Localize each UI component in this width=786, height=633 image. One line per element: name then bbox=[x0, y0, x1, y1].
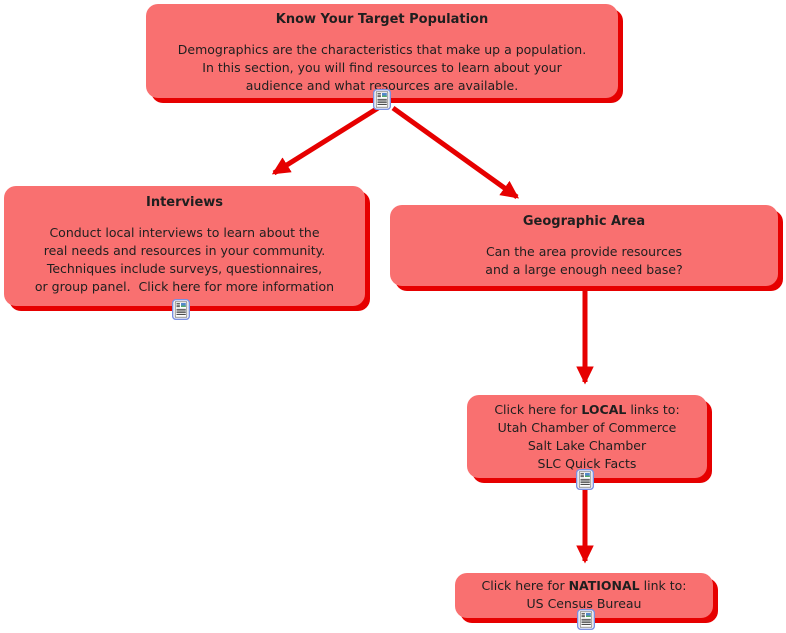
node-text-line: and a large enough need base? bbox=[485, 262, 683, 277]
node-geographic-area: Geographic Area Can the area provide res… bbox=[390, 205, 778, 286]
arrow-know-to-interviews bbox=[271, 105, 380, 176]
document-icon[interactable] bbox=[577, 609, 595, 630]
link-utah-chamber-of-commerce[interactable]: Utah Chamber of Commerce bbox=[497, 420, 677, 435]
node-title: Know Your Target Population bbox=[275, 12, 489, 27]
arrow-know-to-geographic bbox=[391, 105, 520, 200]
node-text-line: In this section, you will find resources… bbox=[202, 60, 562, 75]
link-us-census-bureau[interactable]: US Census Bureau bbox=[526, 596, 642, 611]
document-icon[interactable] bbox=[373, 89, 391, 110]
node-text-line: Click here for NATIONAL link to: bbox=[455, 577, 713, 595]
links-to-text: links to: bbox=[626, 402, 680, 417]
node-national-link[interactable]: Click here for NATIONAL link to: US Cens… bbox=[455, 573, 713, 618]
node-text-line: Demographics are the characteristics tha… bbox=[177, 42, 587, 57]
link-slc-quick-facts[interactable]: SLC Quick Facts bbox=[537, 456, 637, 471]
click-here-text: Click here for bbox=[481, 578, 569, 593]
node-title: Geographic Area bbox=[522, 214, 646, 229]
click-here-text: Click here for bbox=[494, 402, 582, 417]
node-interviews[interactable]: Interviews Conduct local interviews to l… bbox=[4, 186, 365, 306]
local-emphasis: LOCAL bbox=[581, 402, 627, 417]
document-icon[interactable] bbox=[172, 299, 190, 320]
node-know-your-target-population[interactable]: Know Your Target Population Demographics… bbox=[146, 4, 618, 98]
document-icon[interactable] bbox=[576, 469, 594, 490]
link-salt-lake-chamber[interactable]: Salt Lake Chamber bbox=[527, 438, 647, 453]
node-title: Interviews bbox=[145, 195, 224, 210]
node-text-line: Click here for LOCAL links to: bbox=[467, 401, 707, 419]
node-text-line: real needs and resources in your communi… bbox=[43, 243, 326, 258]
node-text-line: Conduct local interviews to learn about … bbox=[49, 225, 320, 240]
node-text-line: Can the area provide resources bbox=[485, 244, 683, 259]
node-local-links[interactable]: Click here for LOCAL links to: Utah Cham… bbox=[467, 395, 707, 478]
national-emphasis: NATIONAL bbox=[568, 578, 640, 593]
node-text-line: or group panel. Click here for more info… bbox=[34, 279, 335, 294]
link-to-text: link to: bbox=[639, 578, 687, 593]
node-text-line: Techniques include surveys, questionnair… bbox=[46, 261, 323, 276]
